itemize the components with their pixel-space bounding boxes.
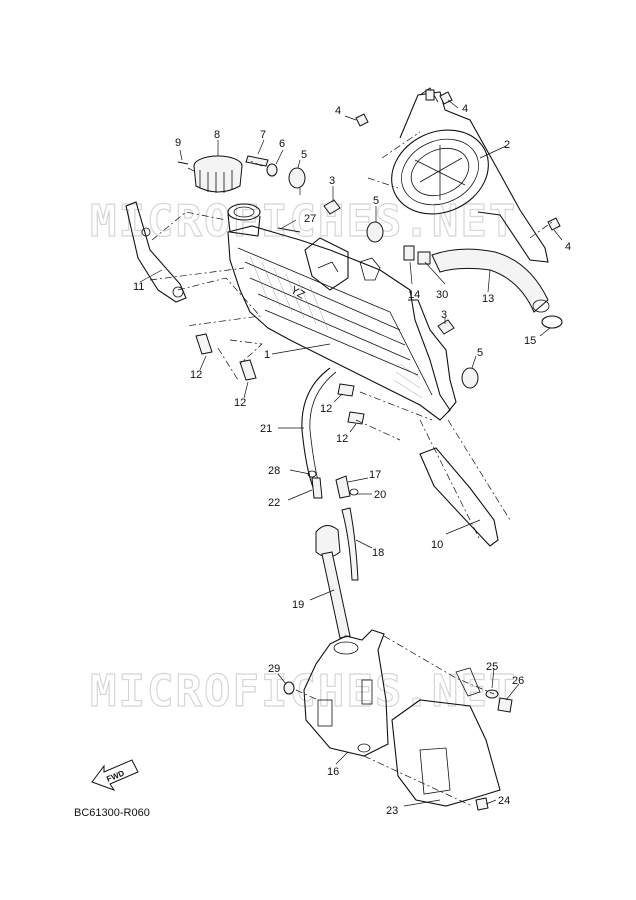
callout-20: 20 (374, 489, 386, 501)
callout-22: 22 (268, 497, 280, 509)
callout-24: 24 (498, 795, 510, 807)
bolt-12b-part (239, 359, 257, 381)
collar-6-part (266, 163, 278, 177)
callout-12d: 12 (336, 433, 348, 445)
fitting-22-part (311, 477, 323, 499)
bolt-26-part (497, 697, 513, 713)
nut-3a-part (323, 199, 341, 215)
nut-3b-part (437, 319, 455, 335)
bolt-12a-part (195, 333, 213, 355)
callout-26: 26 (512, 675, 524, 687)
callout-8: 8 (214, 129, 220, 141)
callout-3a: 3 (329, 175, 335, 187)
grommet-5a-part (288, 167, 306, 189)
watermark-group: MICROFICHES.NET MICROFICHES.NET (89, 195, 517, 717)
callout-17: 17 (369, 469, 381, 481)
bolt-4a-part (355, 113, 369, 127)
clip-30-part (417, 251, 431, 265)
bolt-7-part (245, 155, 269, 167)
bolt-12d-part (347, 411, 365, 425)
hose-21-part (301, 367, 331, 491)
callout-7: 7 (260, 129, 266, 141)
callout-21: 21 (260, 423, 272, 435)
bolt-12c-part (337, 383, 355, 397)
assembly-lines (149, 131, 553, 807)
bolt-24-part (475, 797, 489, 811)
callout-27: 27 (304, 213, 316, 225)
callout-2: 2 (504, 139, 510, 151)
callout-labels: 1 2 3 3 4 4 4 5 5 5 6 7 8 9 10 11 12 12 … (133, 103, 571, 817)
callout-11: 11 (133, 281, 144, 293)
clamp-15-part (541, 315, 563, 329)
callout-4b: 4 (462, 103, 468, 115)
damper-29-part (283, 681, 295, 695)
callout-25: 25 (486, 661, 498, 673)
clip-28-part (307, 470, 317, 478)
callout-4c: 4 (565, 241, 571, 253)
callout-5a: 5 (301, 149, 307, 161)
reservoir-tank-16-part (303, 629, 389, 757)
fitting-17-part (335, 475, 351, 499)
callout-10: 10 (431, 539, 443, 551)
callout-30: 30 (436, 289, 448, 301)
watermark-bottom: MICROFICHES.NET (90, 666, 517, 717)
radiator-cap-part (193, 155, 243, 193)
fwd-arrow-icon: FWD (91, 759, 139, 791)
pipe-13-part (431, 248, 550, 313)
callout-13: 13 (482, 293, 494, 305)
callout-28: 28 (268, 465, 280, 477)
clip-14-part (403, 245, 415, 261)
callout-29: 29 (268, 663, 280, 675)
callout-15: 15 (524, 335, 536, 347)
callout-5b: 5 (373, 195, 379, 207)
hose-18-part (341, 507, 359, 581)
grommet-5b-part (366, 221, 384, 243)
cover-11-part (125, 201, 187, 303)
callout-18: 18 (372, 547, 384, 559)
callout-19: 19 (292, 599, 304, 611)
callout-12a: 12 (190, 369, 202, 381)
fan-assembly-part (391, 87, 549, 263)
callout-9: 9 (175, 137, 181, 149)
callout-16: 16 (327, 766, 339, 778)
grommet-5c-part (461, 367, 479, 389)
bolt-4c-part (547, 217, 561, 231)
diagram-code: BC61300-R060 (74, 807, 150, 819)
collar-25-part (485, 689, 499, 699)
clip-20-part (349, 488, 359, 496)
radiator-part: YZ (227, 203, 457, 421)
callout-4a: 4 (335, 105, 341, 117)
pin-27-part (277, 227, 301, 233)
leader-lines (139, 99, 563, 807)
callout-5c: 5 (477, 347, 483, 359)
screw-9-part (177, 161, 189, 165)
callout-14: 14 (408, 289, 420, 301)
callout-23: 23 (386, 805, 398, 817)
guard-10-part (419, 447, 499, 547)
callout-12b: 12 (234, 397, 246, 409)
callout-12c: 12 (320, 403, 332, 415)
callout-6: 6 (279, 138, 285, 150)
watermark-top: MICROFICHES.NET (90, 196, 517, 247)
callout-3b: 3 (441, 309, 447, 321)
pipe-19-part (321, 551, 351, 639)
callout-1: 1 (264, 349, 270, 361)
tank-cover-23-part (391, 699, 501, 807)
